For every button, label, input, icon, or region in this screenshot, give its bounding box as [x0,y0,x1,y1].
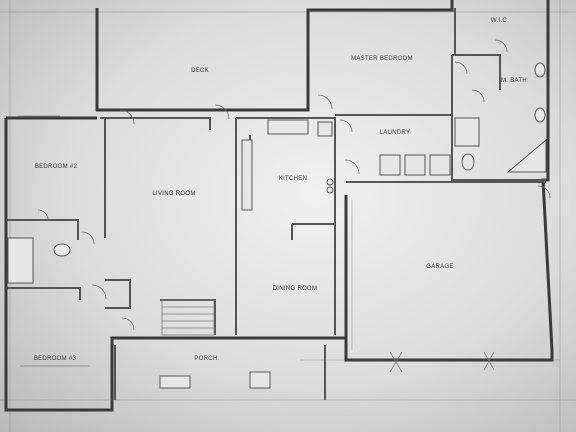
room-label-master-bedroom: MASTER BEDROOM [351,56,413,62]
room-label-bedroom-2: BEDROOM #2 [35,164,78,170]
room-label-master-bath: M. BATH [501,78,527,84]
markings [18,115,495,373]
room-label-deck: DECK [191,68,209,74]
room-label-wic: W.I.C. [491,18,509,24]
room-label-dining-room: DINING ROOM [273,286,318,292]
room-label-garage: GARAGE [426,264,453,270]
exterior-walls [4,0,554,412]
stairs [161,299,215,336]
fixtures [7,62,547,389]
room-label-kitchen: KITCHEN [279,176,307,182]
room-label-laundry: LAUNDRY [380,130,411,136]
room-labels: DECK MASTER BEDROOM W.I.C. M. BATH BEDRO… [34,18,527,362]
door-swings [37,39,551,331]
room-label-living-room: LIVING ROOM [152,191,195,197]
room-label-bedroom-3: BEDROOM #3 [34,356,77,362]
room-label-porch: PORCH [194,356,217,362]
interior-walls [6,8,546,400]
